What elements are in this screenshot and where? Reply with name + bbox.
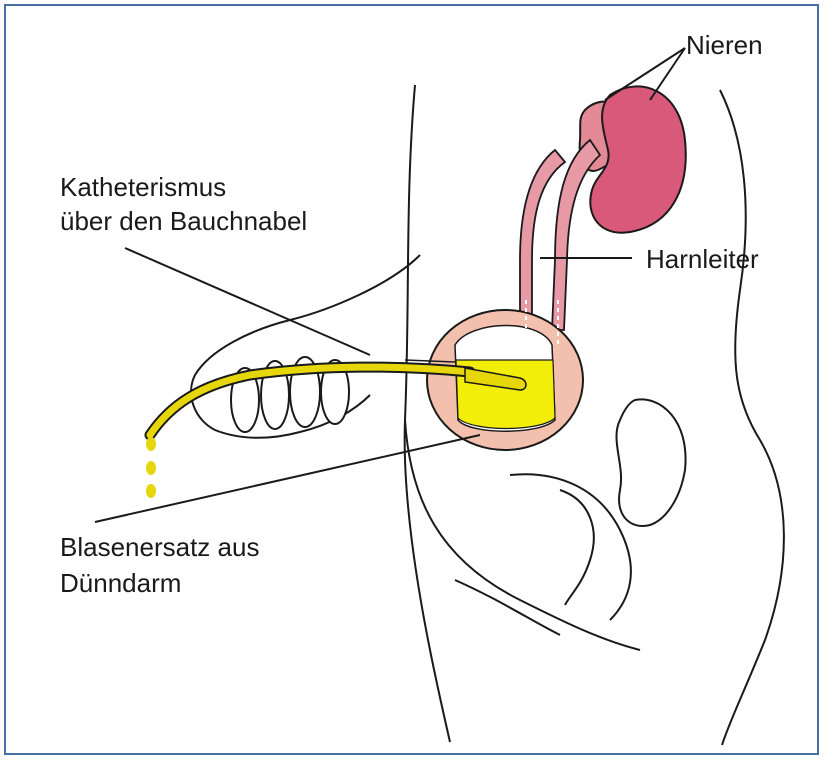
urine-drop-1 (146, 437, 156, 451)
urine-drop-3 (146, 484, 156, 498)
pubic-curve (560, 490, 594, 605)
label-katheterismus-line2: über den Bauchnabel (60, 204, 307, 238)
label-nieren: Nieren (686, 28, 763, 62)
urine-drop-2 (146, 461, 156, 475)
thigh-line (455, 580, 560, 635)
leader-katheterismus (125, 248, 370, 355)
pelvis-bone (616, 399, 685, 526)
torso-front-outline (720, 90, 784, 745)
label-blasenersatz-line2: Dünndarm (60, 566, 181, 600)
label-blasenersatz-line1: Blasenersatz aus (60, 530, 259, 564)
label-harnleiter: Harnleiter (646, 242, 759, 276)
label-katheterismus-line1: Katheterismus (60, 170, 226, 204)
